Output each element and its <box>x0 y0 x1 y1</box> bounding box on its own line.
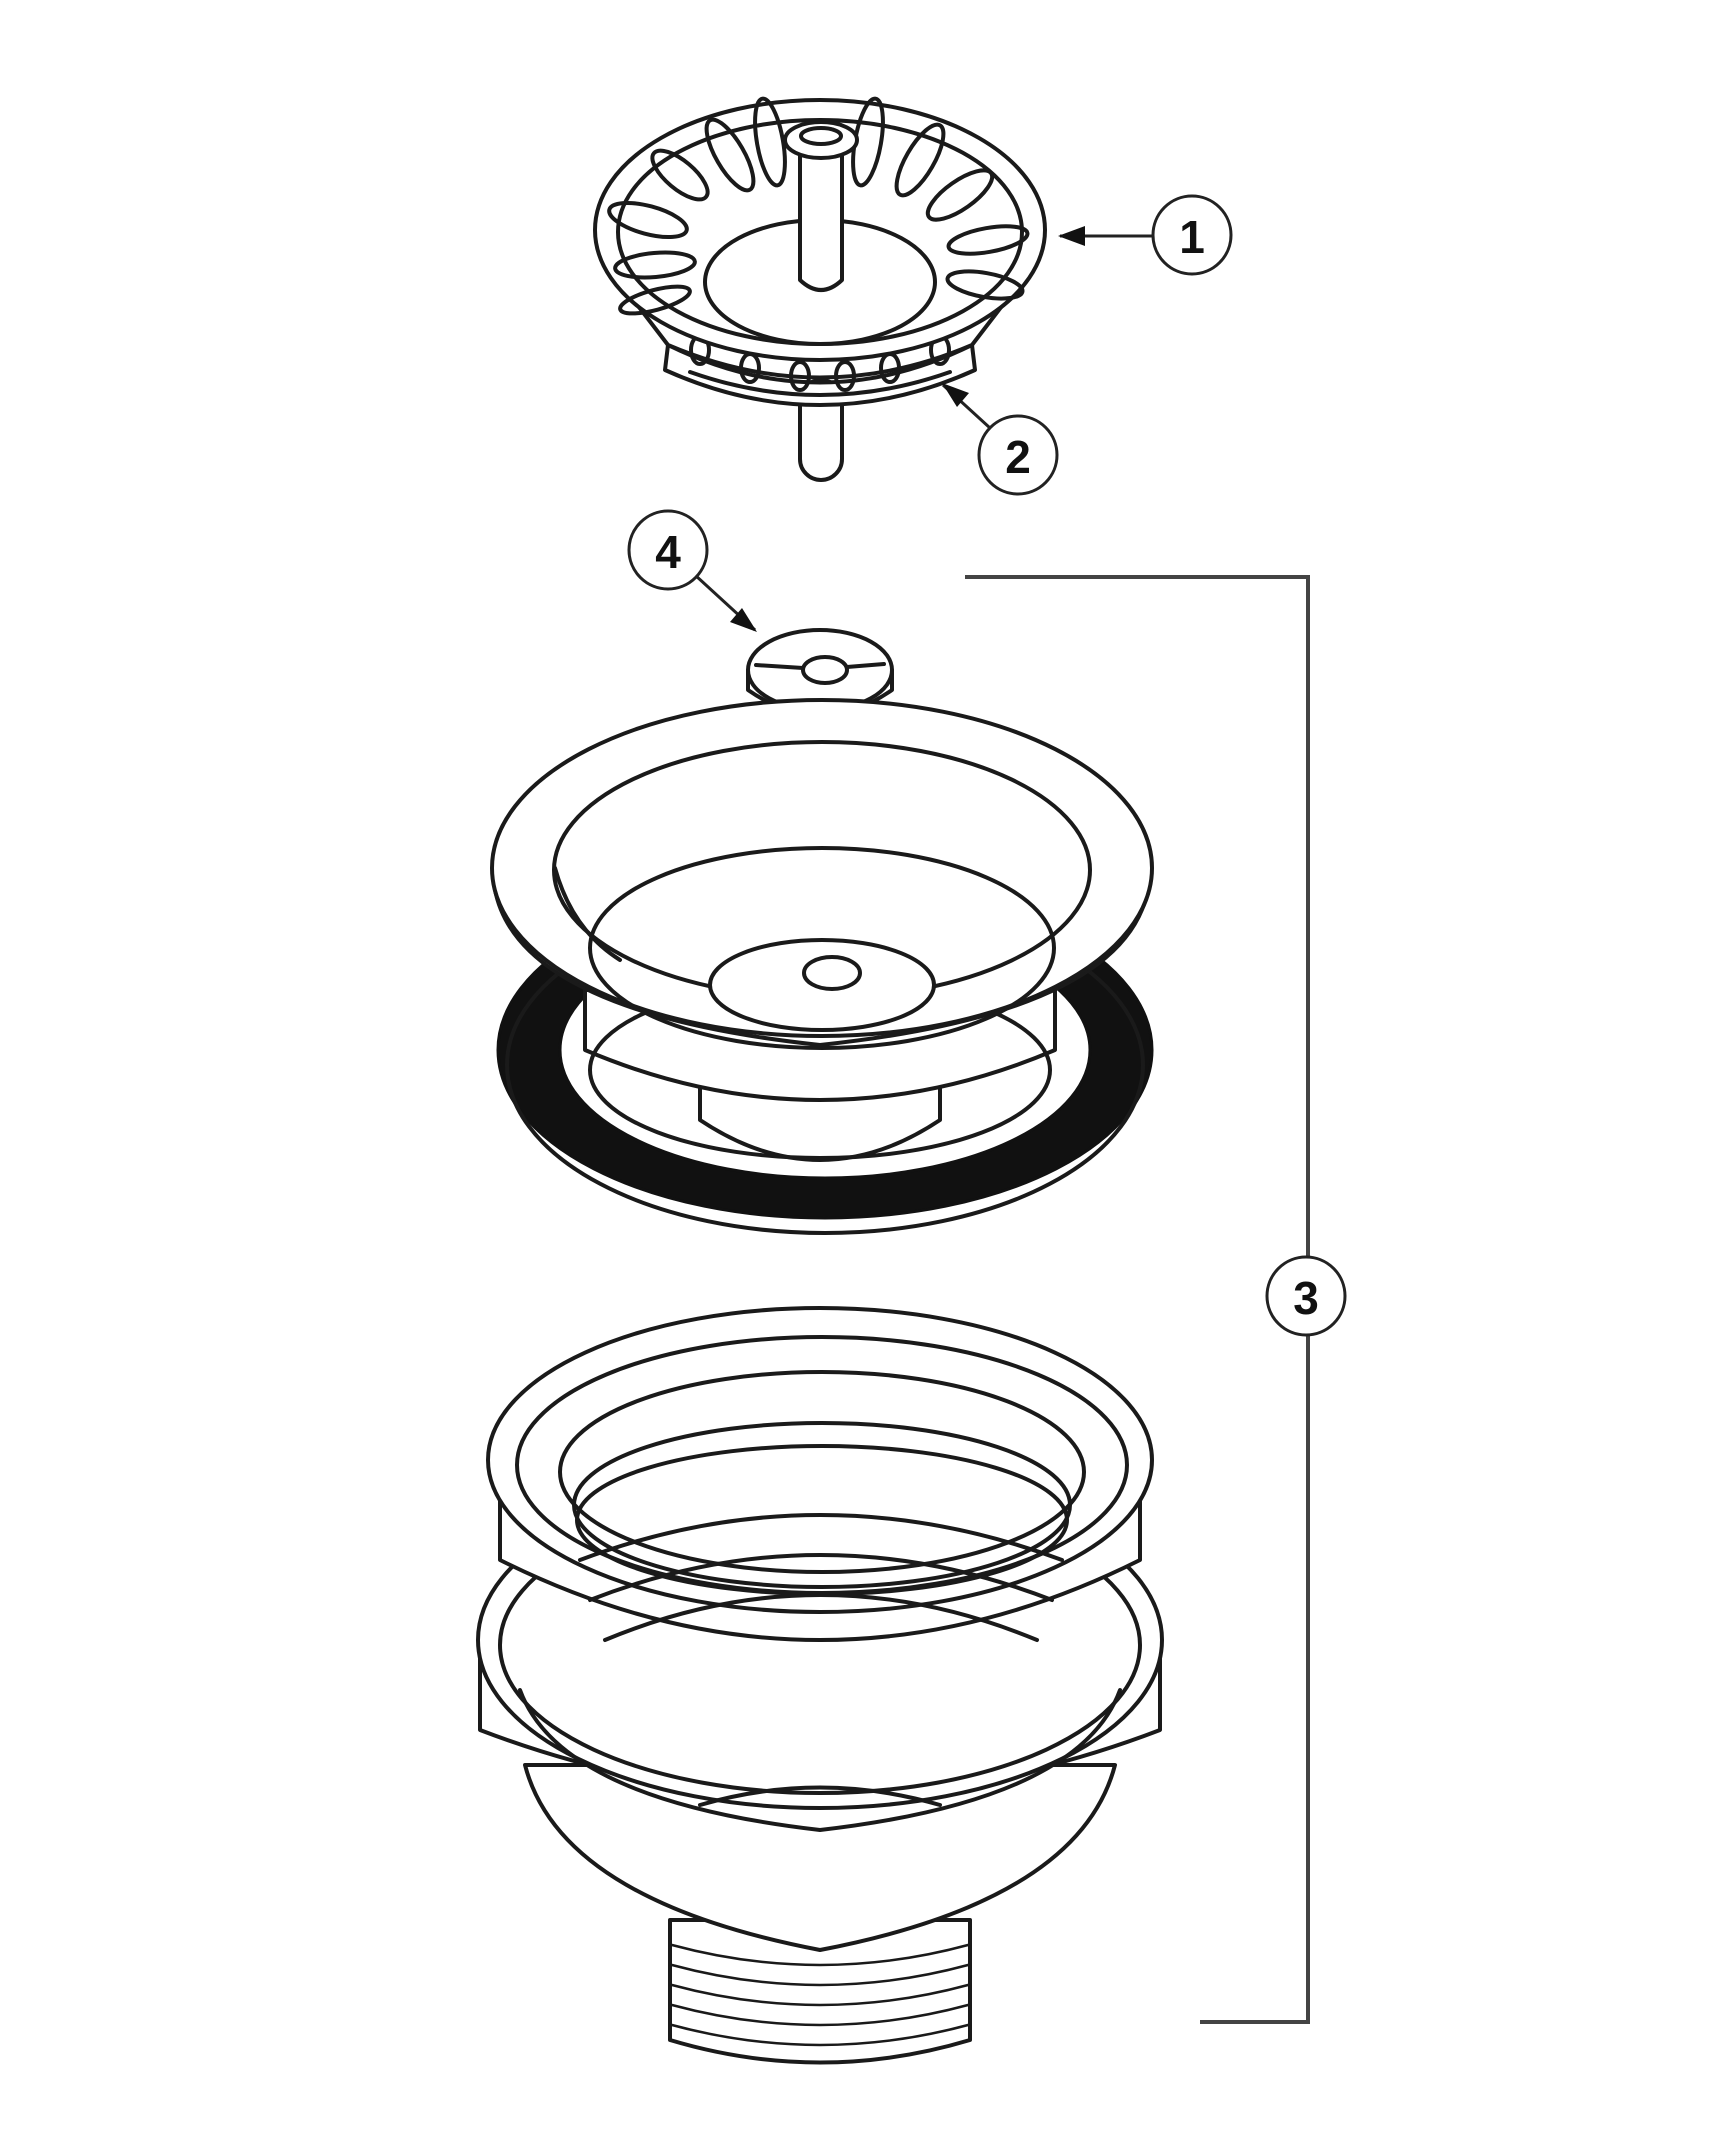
callout-3-label: 3 <box>1293 1272 1319 1324</box>
callout-4: 4 <box>627 509 757 632</box>
basket-seal <box>663 343 977 407</box>
drain-body <box>476 1306 1164 2065</box>
callout-1-label: 1 <box>1179 211 1205 263</box>
callout-2: 2 <box>941 383 1059 496</box>
callout-3: 3 <box>1265 1255 1347 1337</box>
callout-1: 1 <box>1058 194 1233 276</box>
drain-flange <box>490 698 1154 1235</box>
strainer-basket <box>593 96 1047 482</box>
callout-2-label: 2 <box>1005 431 1031 483</box>
callout-4-label: 4 <box>655 526 681 578</box>
